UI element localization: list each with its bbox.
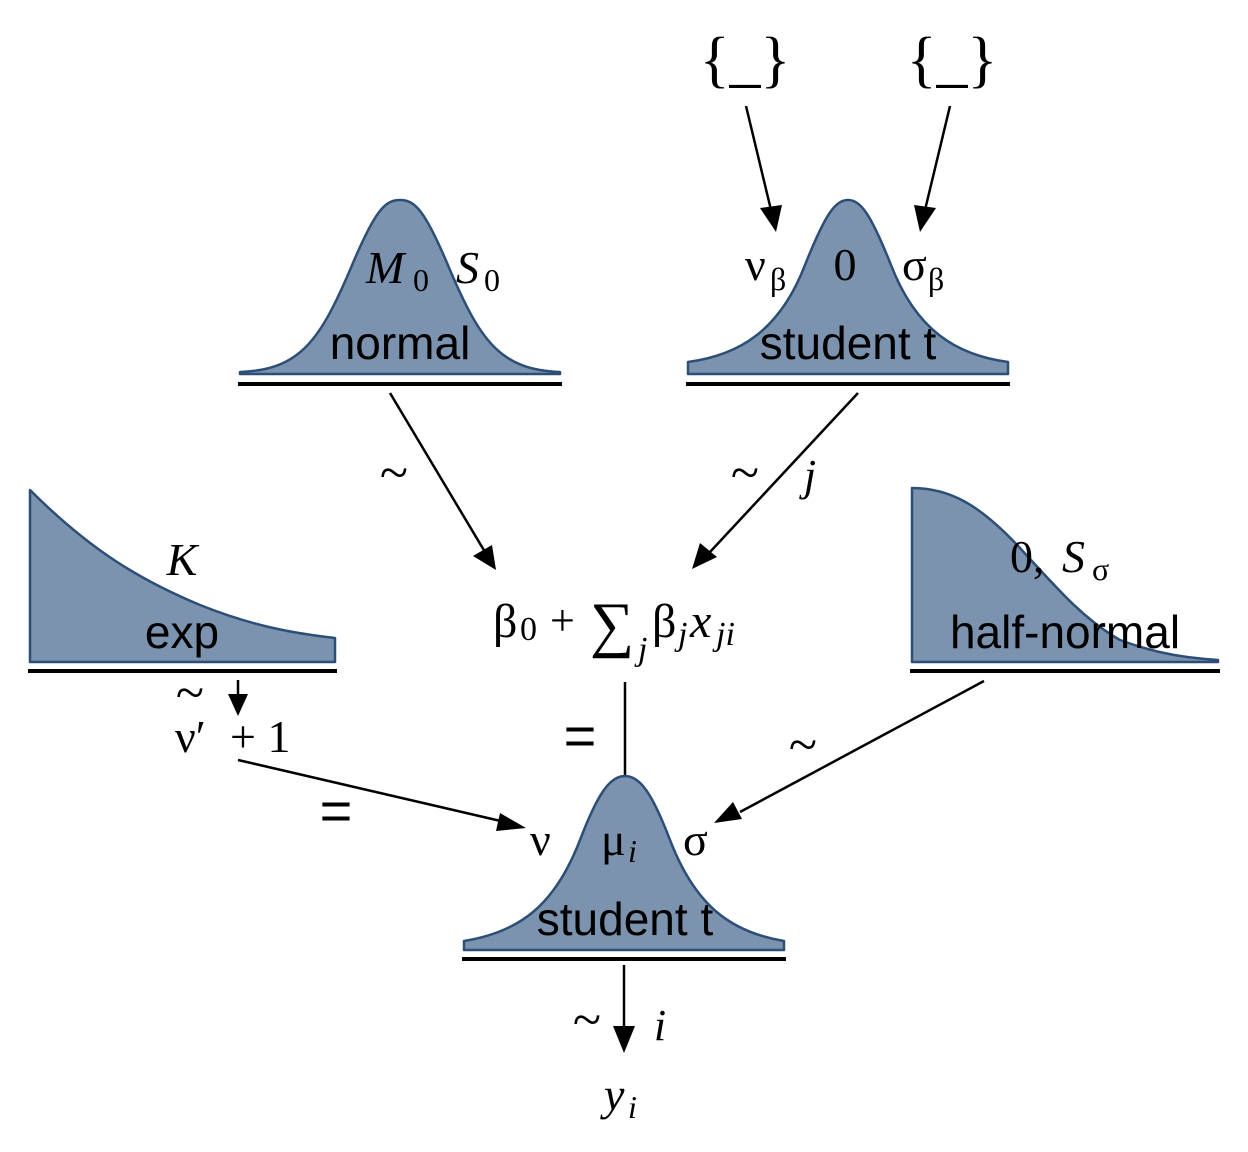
student-bottom-label: student t (537, 893, 714, 945)
edge-label-index-i: i (654, 1001, 666, 1050)
half-normal-param-S-sub: σ (1092, 551, 1109, 587)
beta0-sub: 0 (520, 611, 537, 648)
arrow-likelihood (613, 965, 635, 1053)
student-top-param-sigma: σ (902, 239, 927, 290)
constant-left: {_} (700, 26, 791, 94)
exp-label: exp (145, 606, 219, 658)
student-bottom-param-nu: ν (530, 814, 551, 865)
normal-distribution-node: M 0 S 0 normal (238, 198, 562, 386)
arrow-student-to-linear (692, 392, 859, 569)
constant-right: {_} (907, 26, 998, 94)
student-top-param-nu-sub: β (770, 261, 786, 297)
arrow-nu-prime-to-nu (237, 758, 526, 831)
linear-predictor-expression: β 0 + ∑ j β j x ji (493, 591, 735, 668)
student-t-bottom-curve-icon (462, 774, 786, 952)
edge-label-normal-tilde: ~ (380, 445, 408, 502)
student-t-bottom-node: ν μ i σ student t (462, 774, 786, 961)
student-top-param-sigma-sub: β (928, 261, 944, 297)
sum-sub-j: j (634, 631, 647, 668)
student-bottom-param-mu: μ (601, 814, 626, 865)
edge-label-exp-tilde: ~ (176, 665, 204, 722)
arrow-half-normal-to-sigma (714, 679, 985, 823)
student-top-param-mu: 0 (834, 239, 857, 290)
nu-prime: ν′ (175, 711, 206, 762)
student-t-top-node: ν β 0 σ β student t (686, 198, 1010, 386)
sum-symbol: ∑ (590, 591, 634, 659)
edge-label-likelihood-tilde: ~ (573, 992, 601, 1049)
edge-label-mu-equals: = (564, 704, 597, 767)
normal-param-S: S (456, 242, 479, 293)
normal-param-S-sub: 0 (484, 262, 500, 298)
arrow-constant-to-nu-beta (744, 105, 782, 232)
observed-y-sub: i (628, 1089, 637, 1125)
normal-param-M: M (365, 242, 407, 293)
exp-curve-icon (28, 488, 337, 664)
student-top-param-nu: ν (745, 239, 766, 290)
beta0: β (493, 595, 517, 648)
half-normal-distribution-node: 0, S σ half-normal (910, 486, 1220, 673)
edge-label-sigma-tilde: ~ (789, 717, 817, 774)
exp-param-K: K (166, 534, 200, 585)
arrow-normal-to-linear (388, 392, 496, 570)
normal-param-M-sub: 0 (413, 262, 429, 298)
normal-label: normal (330, 317, 471, 369)
observed-y: y (600, 1069, 625, 1120)
plus-sign: + (550, 596, 575, 645)
exp-distribution-node: K exp (28, 488, 337, 673)
normal-curve-icon (238, 198, 562, 376)
student-t-curve-icon (686, 198, 1010, 376)
half-normal-curve-icon (910, 486, 1220, 664)
edge-label-student-tilde: ~ (731, 445, 759, 502)
student-top-label: student t (760, 317, 937, 369)
x-sub-ji: ji (712, 616, 735, 653)
betaj: β (652, 595, 676, 648)
edge-label-index-j: j (799, 451, 816, 500)
student-bottom-param-sigma: σ (683, 814, 708, 865)
arrow-exp-to-nu-prime (228, 680, 248, 716)
plus-one: + 1 (230, 711, 290, 762)
half-normal-param-zero: 0, (1010, 531, 1045, 582)
student-bottom-param-mu-sub: i (628, 833, 637, 869)
arrow-constant-to-sigma-beta (914, 105, 952, 232)
half-normal-param-S: S (1062, 531, 1085, 582)
half-normal-label: half-normal (950, 606, 1180, 658)
edge-label-nu-equals: = (320, 779, 353, 842)
betaj-sub: j (674, 616, 687, 653)
x-variable: x (689, 595, 711, 648)
